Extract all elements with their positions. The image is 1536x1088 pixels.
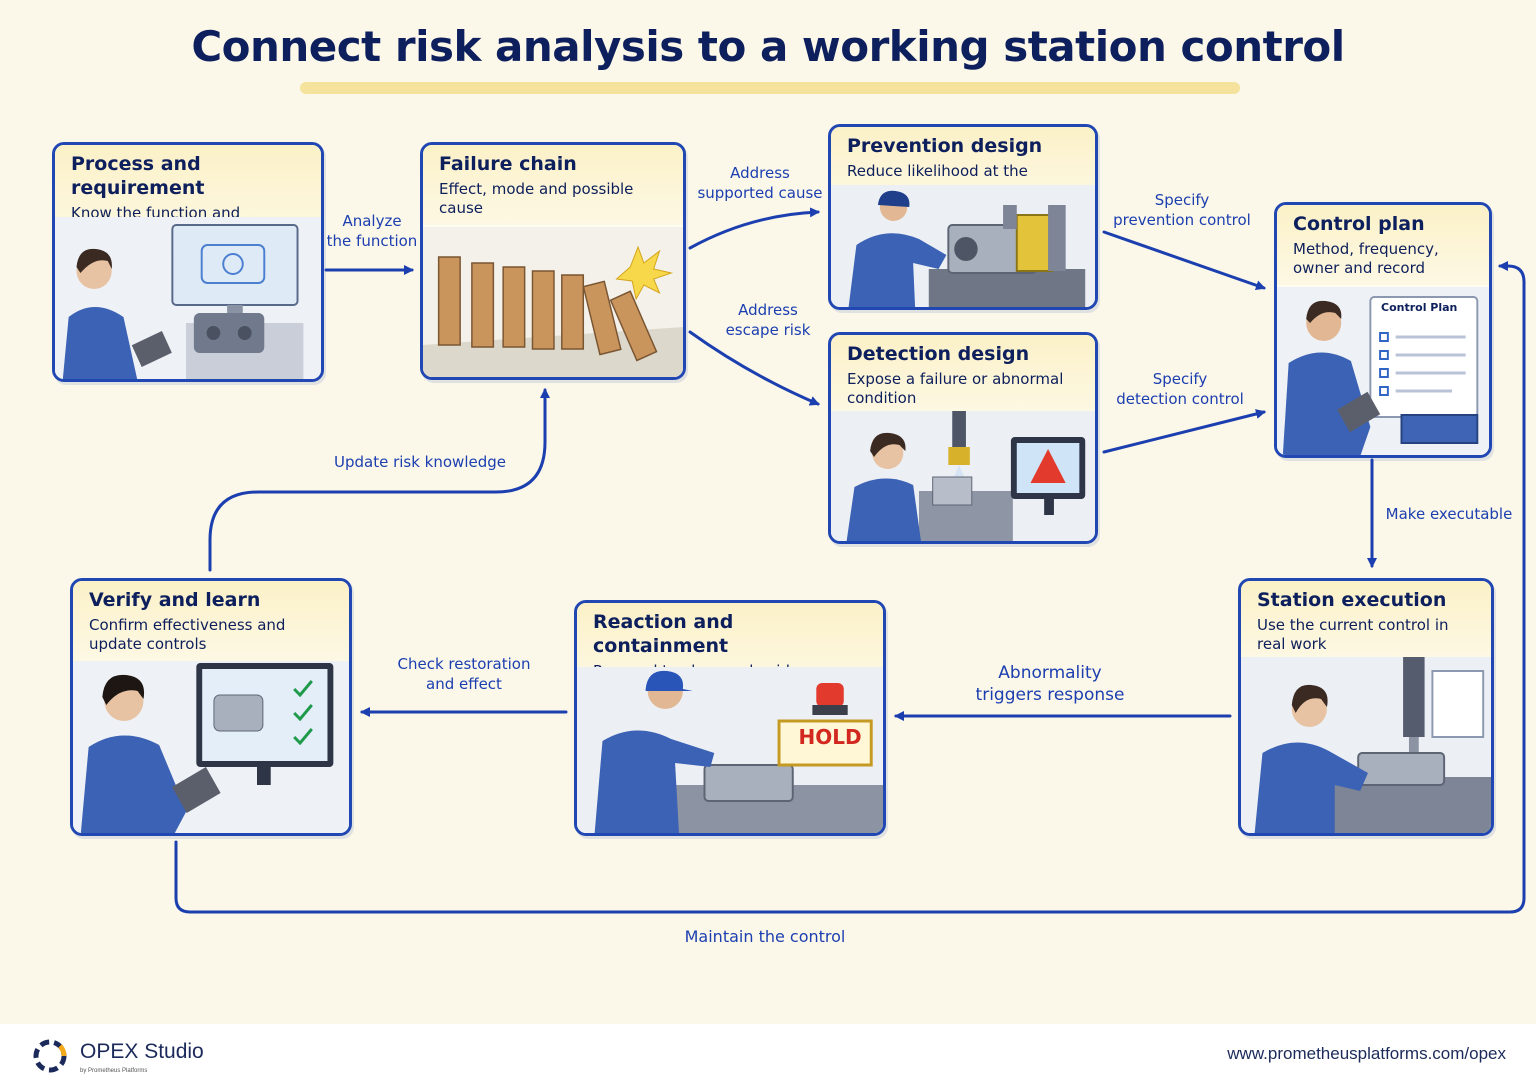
card-title: Process and requirement [71, 153, 205, 199]
edge-label-address-cause: Address supported cause [690, 164, 830, 203]
card-verify-learn: Verify and learn Confirm effectiveness a… [70, 578, 352, 836]
edge-label-spec-detection-text: Specify detection control [1116, 370, 1244, 408]
arrow-failure-to-prevention [688, 207, 820, 250]
footer: OPEX Studio by Prometheus Platforms www.… [0, 1024, 1536, 1088]
card-head: Station execution Use the current contro… [1241, 581, 1491, 661]
edge-label-analyze-text: Analyze the function [326, 212, 418, 250]
illustration-hold-alarm: HOLD [577, 667, 883, 833]
edge-label-spec-prevention-text: Specify prevention control [1113, 191, 1251, 229]
title-underline [300, 82, 1240, 94]
arrow-detection-to-control [1102, 409, 1266, 454]
edge-label-spec-detection: Specify detection control [1104, 370, 1256, 409]
brand-subtitle: by Prometheus Platforms [80, 1068, 148, 1074]
arrow-verify-to-failure [208, 388, 550, 572]
card-detection-design: Detection design Expose a failure or abn… [828, 332, 1098, 544]
card-title: Verify and learn [89, 589, 261, 611]
edge-label-maintain: Maintain the control [660, 927, 870, 948]
illustration-control-plan-document: Control Plan [1277, 287, 1489, 455]
card-failure-chain: Failure chain Effect, mode and possible … [420, 142, 686, 380]
edge-label-update-risk-text: Update risk knowledge [333, 453, 506, 471]
illustration-camera-inspection [831, 411, 1095, 541]
card-desc: Use the current control in real work [1257, 615, 1449, 654]
card-title: Prevention design [847, 135, 1043, 157]
card-reaction-containment: Reaction and containment Respond to abno… [574, 600, 886, 836]
brand-name: OPEX Studio [80, 1040, 204, 1063]
card-title: Detection design [847, 343, 1030, 365]
edge-label-abnormality-text: Abnormality triggers response [975, 663, 1125, 706]
card-control-plan: Control plan Method, frequency, owner an… [1274, 202, 1492, 458]
card-head: Failure chain Effect, mode and possible … [423, 145, 683, 225]
illustration-falling-dominoes [423, 227, 683, 377]
card-head: Detection design Expose a failure or abn… [831, 335, 1095, 415]
illustration-operator-at-station [1241, 657, 1491, 833]
title-wrap: Connect risk analysis to a working stati… [0, 22, 1536, 71]
arrow-prevention-to-control [1102, 230, 1266, 291]
illustration-engineer-reviewing-cad [55, 217, 321, 379]
card-head: Control plan Method, frequency, owner an… [1277, 205, 1489, 285]
control-plan-doc-title: Control Plan [1381, 301, 1458, 314]
illustration-verify-screen [73, 661, 349, 833]
edge-label-abnormality: Abnormality triggers response [960, 662, 1140, 706]
hold-sign: HOLD [798, 725, 862, 749]
edge-label-make-exec-text: Make executable [1385, 505, 1513, 523]
edge-label-check-restoration: Check restoration and effect [386, 655, 542, 694]
edge-label-address-escape-text: Address escape risk [725, 301, 811, 339]
edge-label-address-escape: Address escape risk [704, 301, 832, 340]
edge-label-analyze: Analyze the function [326, 212, 418, 251]
edge-label-update-risk: Update risk knowledge [320, 453, 520, 473]
illustration-operator-adjusting-fixture [831, 185, 1095, 307]
card-desc: Confirm effectiveness and update control… [89, 615, 286, 654]
edge-label-maintain-text: Maintain the control [684, 927, 846, 946]
edge-label-make-exec: Make executable [1384, 505, 1514, 525]
card-desc: Expose a failure or abnormal condition [847, 369, 1064, 408]
card-title: Failure chain [439, 153, 577, 175]
card-head: Verify and learn Confirm effectiveness a… [73, 581, 349, 661]
card-title: Station execution [1257, 589, 1447, 611]
footer-url[interactable]: www.prometheusplatforms.com/opex [1227, 1044, 1506, 1063]
arrow-maintain-loop [174, 261, 1526, 914]
card-title: Control plan [1293, 213, 1425, 235]
page-title: Connect risk analysis to a working stati… [191, 22, 1345, 71]
card-desc: Method, frequency, owner and record [1293, 239, 1439, 278]
card-desc: Effect, mode and possible cause [439, 179, 634, 218]
card-title: Reaction and containment [593, 611, 734, 657]
card-station-execution: Station execution Use the current contro… [1238, 578, 1494, 836]
edge-label-check-restoration-text: Check restoration and effect [397, 655, 531, 693]
edge-label-spec-prevention: Specify prevention control [1104, 191, 1260, 230]
opex-logo-icon [33, 1039, 67, 1073]
card-process-requirement: Process and requirement Know the functio… [52, 142, 324, 382]
card-prevention-design: Prevention design Reduce likelihood at t… [828, 124, 1098, 310]
arrow-failure-to-detection [688, 330, 820, 406]
edge-label-address-cause-text: Address supported cause [697, 164, 823, 202]
